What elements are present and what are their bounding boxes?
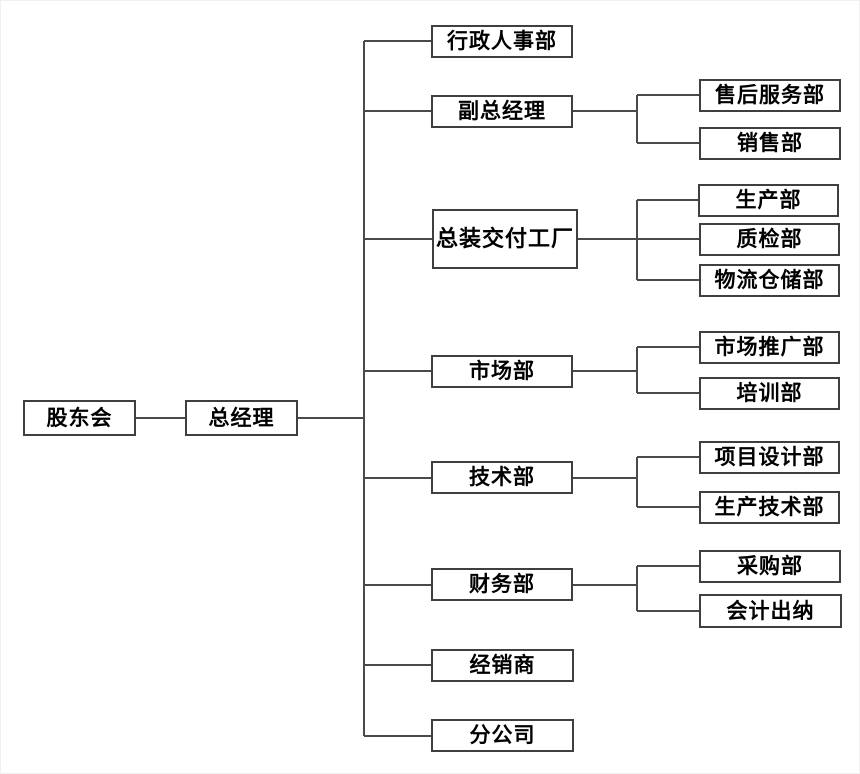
org-node-marketing: 市场部 bbox=[431, 355, 573, 388]
org-node-assembly-delivery-factory: 总装交付工厂 bbox=[432, 209, 578, 269]
org-node-sales: 销售部 bbox=[699, 127, 841, 160]
org-node-deputy-gm: 副总经理 bbox=[431, 95, 573, 128]
org-node-accounting-cashier: 会计出纳 bbox=[699, 594, 842, 628]
org-node-market-promotion: 市场推广部 bbox=[699, 331, 840, 364]
org-node-training: 培训部 bbox=[699, 377, 840, 410]
org-node-production: 生产部 bbox=[698, 184, 839, 217]
org-node-general-manager: 总经理 bbox=[185, 400, 298, 436]
org-node-finance: 财务部 bbox=[431, 568, 573, 601]
org-node-distributors: 经销商 bbox=[431, 649, 574, 682]
org-node-technology: 技术部 bbox=[431, 461, 573, 494]
org-node-logistics-warehouse: 物流仓储部 bbox=[699, 264, 840, 297]
org-node-procurement: 采购部 bbox=[699, 550, 841, 583]
org-node-quality-inspection: 质检部 bbox=[699, 223, 840, 256]
org-node-project-design: 项目设计部 bbox=[699, 441, 840, 474]
org-node-admin-hr: 行政人事部 bbox=[431, 25, 573, 58]
org-node-shareholders: 股东会 bbox=[23, 400, 136, 436]
org-node-branch-company: 分公司 bbox=[431, 719, 574, 752]
org-node-after-sales-service: 售后服务部 bbox=[699, 79, 841, 112]
org-node-production-technology: 生产技术部 bbox=[699, 491, 840, 524]
